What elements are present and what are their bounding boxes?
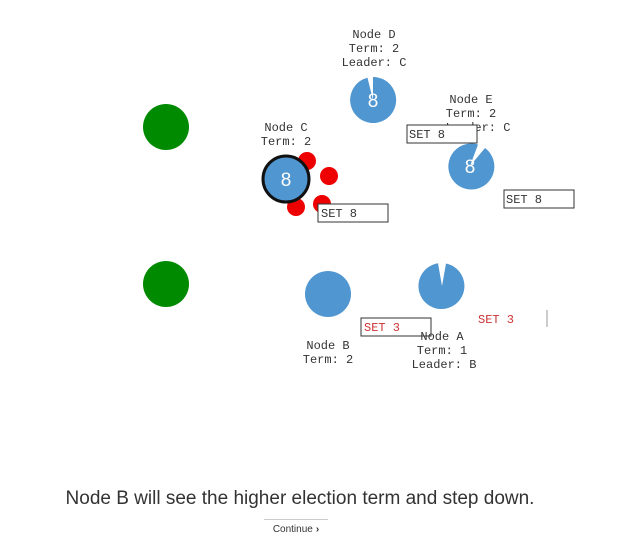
node-b-name: Node B bbox=[306, 339, 349, 353]
node-e-value: 8 bbox=[465, 157, 476, 178]
raft-cluster-diagram: Node D Term: 2 Leader: C 8 Node E Term: … bbox=[143, 28, 575, 372]
node-c-log-box bbox=[317, 203, 389, 223]
node-a-term: Term: 1 bbox=[417, 344, 467, 358]
continue-label: Continue bbox=[272, 524, 313, 535]
node-a-circle bbox=[418, 263, 465, 310]
node-d-circle bbox=[350, 76, 397, 123]
chevron-right-icon: › bbox=[315, 524, 320, 535]
node-d-leader: Leader: C bbox=[342, 56, 407, 70]
node-a-log: SET 3 bbox=[478, 310, 548, 327]
node-b-circle bbox=[305, 271, 351, 317]
node-c-log-entry: SET 8 bbox=[321, 207, 357, 221]
step-caption: Node B will see the higher election term… bbox=[65, 488, 535, 509]
node-e-log-entry: SET 8 bbox=[506, 193, 542, 207]
node-c-name: Node C bbox=[264, 121, 307, 135]
node-c[interactable]: Node C Term: 2 8 bbox=[261, 121, 338, 216]
continue-button[interactable]: Continue› bbox=[264, 519, 328, 535]
node-b-log-box bbox=[360, 317, 432, 337]
node-a-log-entry: SET 3 bbox=[478, 313, 514, 327]
node-e-name: Node E bbox=[449, 93, 492, 107]
node-a[interactable]: Node A Term: 1 Leader: B bbox=[412, 263, 477, 372]
node-d-log-box bbox=[406, 124, 478, 144]
node-c-log: SET 8 bbox=[317, 203, 389, 223]
node-d-log-entry: SET 8 bbox=[409, 128, 445, 142]
node-c-value: 8 bbox=[281, 170, 292, 191]
node-e-log: SET 8 bbox=[503, 189, 575, 209]
node-d-term: Term: 2 bbox=[349, 42, 399, 56]
node-d[interactable]: Node D Term: 2 Leader: C 8 bbox=[342, 28, 407, 123]
client-bottom bbox=[143, 261, 189, 307]
node-e-term: Term: 2 bbox=[446, 107, 496, 121]
client-top bbox=[143, 104, 189, 150]
node-e-log-box bbox=[503, 189, 575, 209]
node-d-value: 8 bbox=[368, 91, 379, 112]
node-a-name: Node A bbox=[420, 330, 464, 344]
node-c-term: Term: 2 bbox=[261, 135, 311, 149]
node-c-circle bbox=[261, 154, 311, 204]
node-e-circle bbox=[448, 143, 495, 190]
node-b-log: SET 3 bbox=[360, 317, 432, 337]
node-a-leader: Leader: B bbox=[412, 358, 477, 372]
node-b-term: Term: 2 bbox=[303, 353, 353, 367]
node-b[interactable]: Node B Term: 2 bbox=[303, 271, 353, 367]
message-dot-2 bbox=[320, 167, 338, 185]
node-b-log-entry: SET 3 bbox=[364, 321, 400, 335]
node-d-name: Node D bbox=[352, 28, 395, 42]
node-d-log: SET 8 bbox=[406, 124, 478, 144]
